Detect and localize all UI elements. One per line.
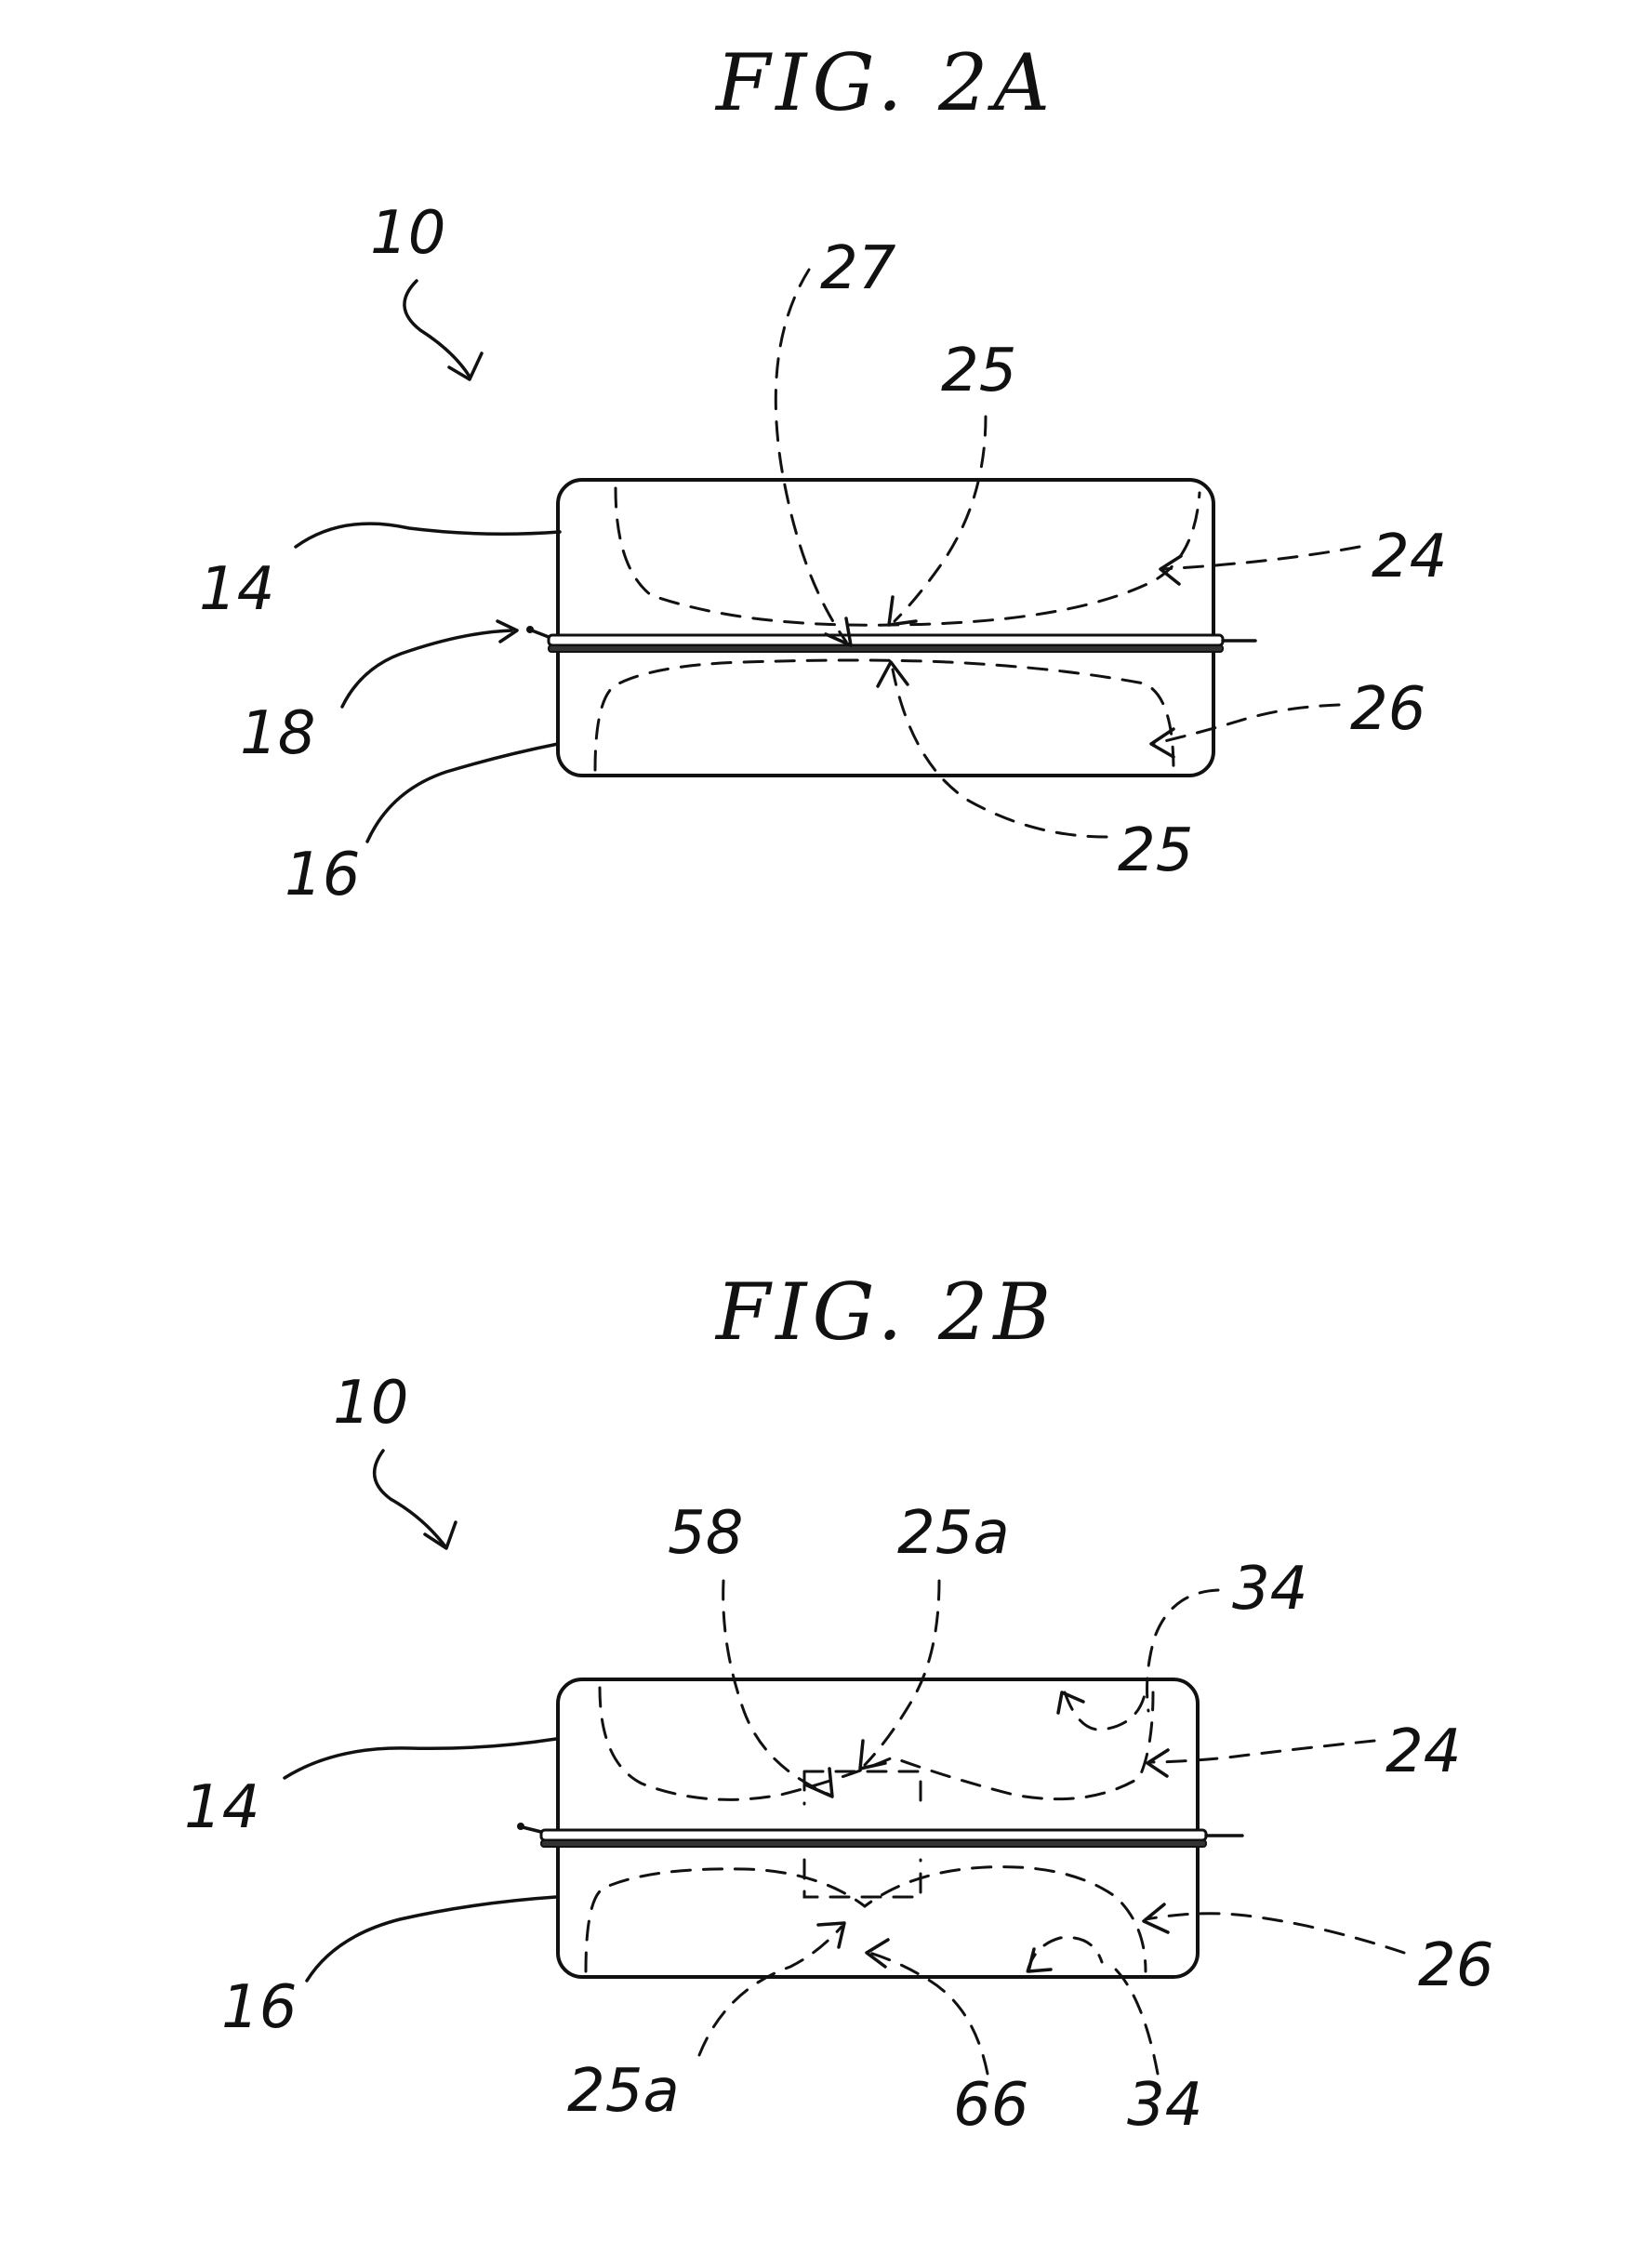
ref-10-b-arrowhead <box>425 1522 456 1548</box>
figure-2a: FIG. 2A 10 27 25 14 24 18 <box>199 37 1447 909</box>
ref-25a-top-label: 25a <box>897 1499 1010 1568</box>
ref-25-top-label: 25 <box>941 337 1016 405</box>
figure-2b-title: FIG. 2B <box>714 1267 1056 1358</box>
hinge-rail-2b-lower <box>541 1840 1206 1847</box>
ref-34-bottom-leader <box>1116 1970 1158 2074</box>
ref-18-leader <box>342 630 511 707</box>
ref-24-b-label: 24 <box>1385 1718 1461 1786</box>
container-2a-body <box>558 480 1213 776</box>
ref-25-bottom-label: 25 <box>1118 816 1193 885</box>
ref-10-leader <box>404 281 470 377</box>
ref-10-b-leader <box>375 1451 444 1545</box>
ref-26-label: 26 <box>1350 675 1425 744</box>
container-2b-body <box>558 1679 1198 1977</box>
ref-16-b-leader <box>307 1897 556 1981</box>
ref-14-leader <box>296 524 560 547</box>
ref-10-b-label: 10 <box>333 1369 408 1438</box>
ref-16-label: 16 <box>285 841 360 909</box>
ref-16-leader <box>367 744 558 842</box>
ref-34-bottom-label: 34 <box>1127 2071 1202 2140</box>
hinge-pin-head-2a <box>526 626 534 633</box>
ref-10-label: 10 <box>370 199 445 268</box>
ref-14-b-leader <box>285 1739 556 1778</box>
ref-34-top-label: 34 <box>1232 1555 1307 1624</box>
figure-2b: FIG. 2B 10 58 25a 34 <box>184 1267 1493 2140</box>
hinge-rail-2a-upper <box>549 635 1223 645</box>
ref-66-label: 66 <box>953 2071 1028 2140</box>
ref-26-b-label: 26 <box>1418 1931 1493 2000</box>
ref-14-b-label: 14 <box>184 1773 259 1842</box>
figure-2a-title: FIG. 2A <box>714 37 1055 128</box>
ref-24-label: 24 <box>1372 523 1447 591</box>
hinge-rail-2a-lower <box>549 645 1223 652</box>
hinge-rail-2b-upper <box>541 1830 1206 1840</box>
ref-27-label: 27 <box>820 234 896 303</box>
ref-16-b-label: 16 <box>221 1973 297 2042</box>
ref-58-label: 58 <box>668 1499 743 1568</box>
hinge-pin-head-2b <box>517 1823 524 1830</box>
ref-25a-bottom-label: 25a <box>567 2057 680 2126</box>
ref-18-label: 18 <box>240 699 315 768</box>
ref-14-label: 14 <box>199 555 274 624</box>
hinge-pin-left-2a <box>532 630 549 637</box>
hinge-pin-left-2b <box>523 1827 541 1832</box>
